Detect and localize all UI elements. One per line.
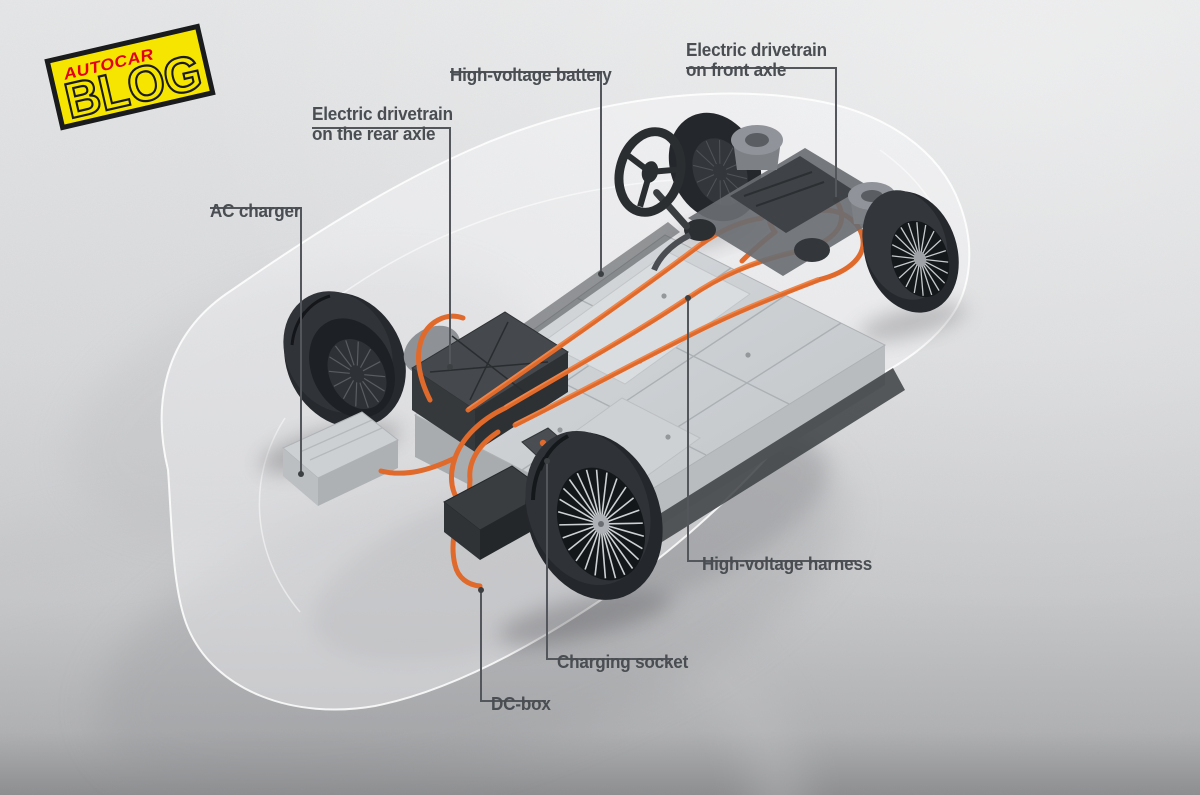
ghost-roofline — [319, 177, 721, 311]
callout-harness-label: High-voltage harness — [702, 554, 873, 574]
leader-line-harness — [687, 300, 856, 562]
leader-line-dc-box — [480, 592, 546, 702]
callout-ac-charger-label: AC charger — [210, 201, 301, 221]
steering-wheel — [614, 127, 690, 230]
leader-dots — [298, 197, 839, 593]
ac-charger-part — [282, 411, 399, 506]
callout-ac-charger: AC charger — [210, 181, 305, 221]
leader-line-battery — [450, 71, 602, 272]
ghost-rear-arc — [258, 417, 301, 613]
callout-rear-drivetrain: Electric drivetrain on the rear axle — [312, 84, 460, 144]
leader-line-charging-socket — [546, 463, 673, 660]
high-voltage-cables-highlight — [467, 242, 819, 424]
logo-background — [44, 23, 216, 131]
leader-line-ac-charger — [210, 207, 302, 472]
callout-dc-box-label: DC-box — [491, 694, 551, 714]
callout-battery-label: High-voltage battery — [450, 65, 612, 85]
callout-front-drivetrain: Electric drivetrain on front axle — [686, 20, 834, 80]
callout-charging-socket-label: Charging socket — [557, 652, 689, 672]
leader-line-front-drivetrain — [686, 67, 837, 199]
callout-charging-socket: Charging socket — [557, 632, 695, 672]
side-sill-near — [618, 368, 905, 562]
front-right-wheel — [862, 190, 959, 313]
callout-dc-box: DC-box — [491, 674, 554, 714]
leader-line-rear-drivetrain — [312, 127, 451, 365]
callout-front-drivetrain-label: Electric drivetrain on front axle — [686, 40, 827, 80]
callout-battery: High-voltage battery — [450, 45, 620, 85]
callout-rear-drivetrain-label: Electric drivetrain on the rear axle — [312, 104, 453, 144]
callout-harness: High-voltage harness — [702, 534, 881, 574]
rear-left-wheel — [283, 291, 406, 428]
rear-right-wheel — [525, 430, 663, 600]
leader-lines — [210, 67, 856, 702]
